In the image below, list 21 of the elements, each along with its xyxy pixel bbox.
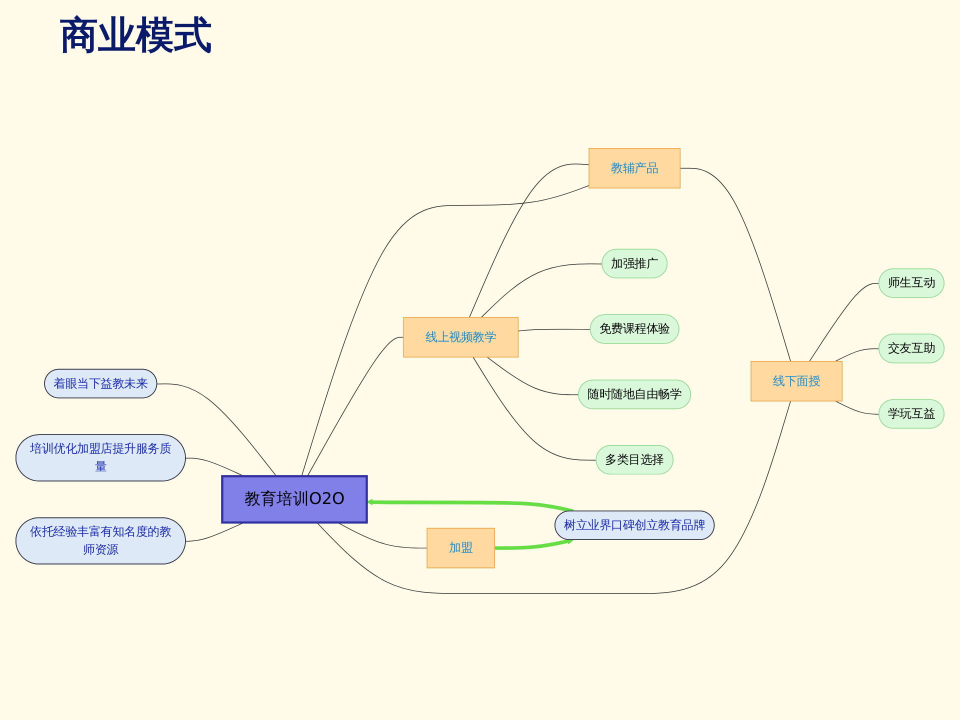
arrow (366, 498, 574, 514)
connector (469, 164, 590, 318)
connector (835, 400, 880, 415)
diagram-title: 商业模式 (60, 11, 213, 59)
connector (518, 328, 591, 332)
connector (301, 185, 590, 477)
node-box: 线下面授 (750, 360, 843, 402)
arrow (494, 538, 574, 550)
connector (307, 336, 404, 477)
node-box: 教育培训O2O (221, 475, 368, 524)
connector (835, 348, 880, 362)
connector (472, 356, 597, 461)
node-box: 加盟 (426, 528, 496, 568)
node-box: 线上视频教学 (403, 317, 519, 358)
node-box: 教辅产品 (588, 148, 681, 188)
connector (486, 356, 580, 396)
connector (156, 384, 277, 477)
connector (316, 400, 791, 594)
connector (809, 283, 880, 362)
connector (480, 264, 603, 318)
connector (680, 168, 791, 362)
